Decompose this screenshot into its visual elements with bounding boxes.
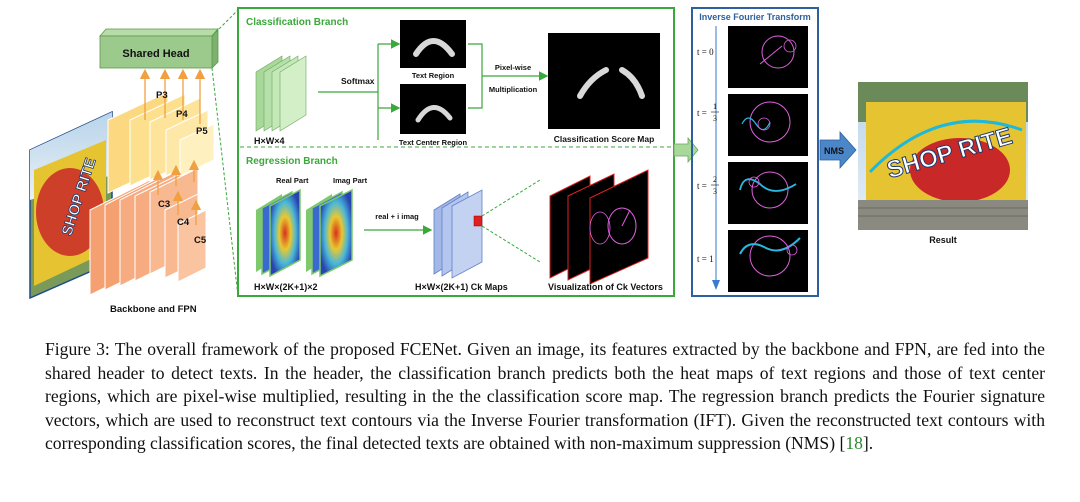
real-part-maps bbox=[256, 188, 301, 278]
ift-t3-label: t = 1 bbox=[697, 254, 714, 264]
caption-end: ]. bbox=[862, 433, 874, 453]
backbone-label: Backbone and FPN bbox=[110, 304, 197, 315]
ift-t1-num: 1 bbox=[713, 102, 717, 111]
p5-label: P5 bbox=[196, 126, 208, 137]
real-imag-op-label: real + i imag bbox=[375, 212, 419, 221]
ift-t2-den: 3 bbox=[713, 187, 717, 196]
ck-vector-visualization bbox=[549, 169, 649, 285]
c4-label: C4 bbox=[177, 217, 190, 228]
c5-label: C5 bbox=[194, 235, 207, 246]
text-region-label: Text Region bbox=[412, 71, 455, 80]
to-ift-arrow bbox=[673, 136, 699, 164]
caption-citation[interactable]: 18 bbox=[845, 433, 863, 453]
real-part-label: Real Part bbox=[276, 176, 309, 185]
ck-vectors-label: Visualization of Ck Vectors bbox=[548, 282, 663, 292]
text-center-region-label: Text Center Region bbox=[399, 138, 468, 147]
fpn-planes bbox=[107, 91, 215, 194]
ift-box bbox=[691, 7, 819, 297]
p3-label: P3 bbox=[156, 90, 168, 101]
classification-score-map bbox=[548, 33, 660, 129]
ck-maps bbox=[433, 189, 483, 279]
pixelwise-label-1: Pixel-wise bbox=[495, 63, 531, 72]
framework-figure: SHOP RITE P3 P4 P5 C3 C4 C5 Backbone and… bbox=[29, 7, 1028, 315]
p4-label: P4 bbox=[176, 109, 188, 120]
result-image: SHOP RITE bbox=[858, 82, 1028, 230]
ift-title: Inverse Fourier Transform bbox=[699, 12, 811, 22]
ift-t0-label: t = 0 bbox=[697, 47, 714, 57]
imag-part-maps bbox=[306, 188, 353, 278]
backbone-planes bbox=[89, 167, 207, 296]
fpn-arrows bbox=[139, 68, 206, 225]
softmax-label: Softmax bbox=[341, 76, 375, 86]
reg-input-dims: H×W×(2K+1)×2 bbox=[254, 282, 318, 292]
ift-frame-t0 bbox=[728, 26, 808, 88]
class-input-dims: H×W×4 bbox=[254, 136, 285, 146]
ift-t1-prefix: t = bbox=[697, 108, 707, 118]
ift-frame-t1 bbox=[728, 94, 808, 156]
ift-t2-num: 2 bbox=[713, 175, 717, 184]
result-label: Result bbox=[929, 235, 957, 245]
ck-maps-label: H×W×(2K+1) Ck Maps bbox=[415, 282, 508, 292]
classification-branch-title: Classification Branch bbox=[246, 17, 348, 28]
ift-t1-den: 3 bbox=[713, 114, 717, 123]
pixelwise-label-2: Multiplication bbox=[489, 85, 538, 94]
regression-branch-title: Regression Branch bbox=[246, 156, 338, 167]
figure-caption: Figure 3: The overall framework of the p… bbox=[45, 338, 1045, 456]
caption-text: Figure 3: The overall framework of the p… bbox=[45, 339, 1045, 453]
score-map-label: Classification Score Map bbox=[554, 134, 655, 144]
imag-part-label: Imag Part bbox=[333, 176, 368, 185]
nms-label: NMS bbox=[824, 146, 844, 156]
class-input-maps bbox=[255, 55, 307, 132]
c3-label: C3 bbox=[158, 199, 170, 210]
shared-head-label: Shared Head bbox=[122, 48, 189, 60]
nms-arrow: NMS bbox=[819, 130, 857, 170]
ift-frame-t3 bbox=[728, 230, 808, 292]
ift-frame-t2 bbox=[728, 162, 808, 224]
ift-t2-prefix: t = bbox=[697, 181, 707, 191]
shared-head: Shared Head bbox=[99, 27, 219, 69]
